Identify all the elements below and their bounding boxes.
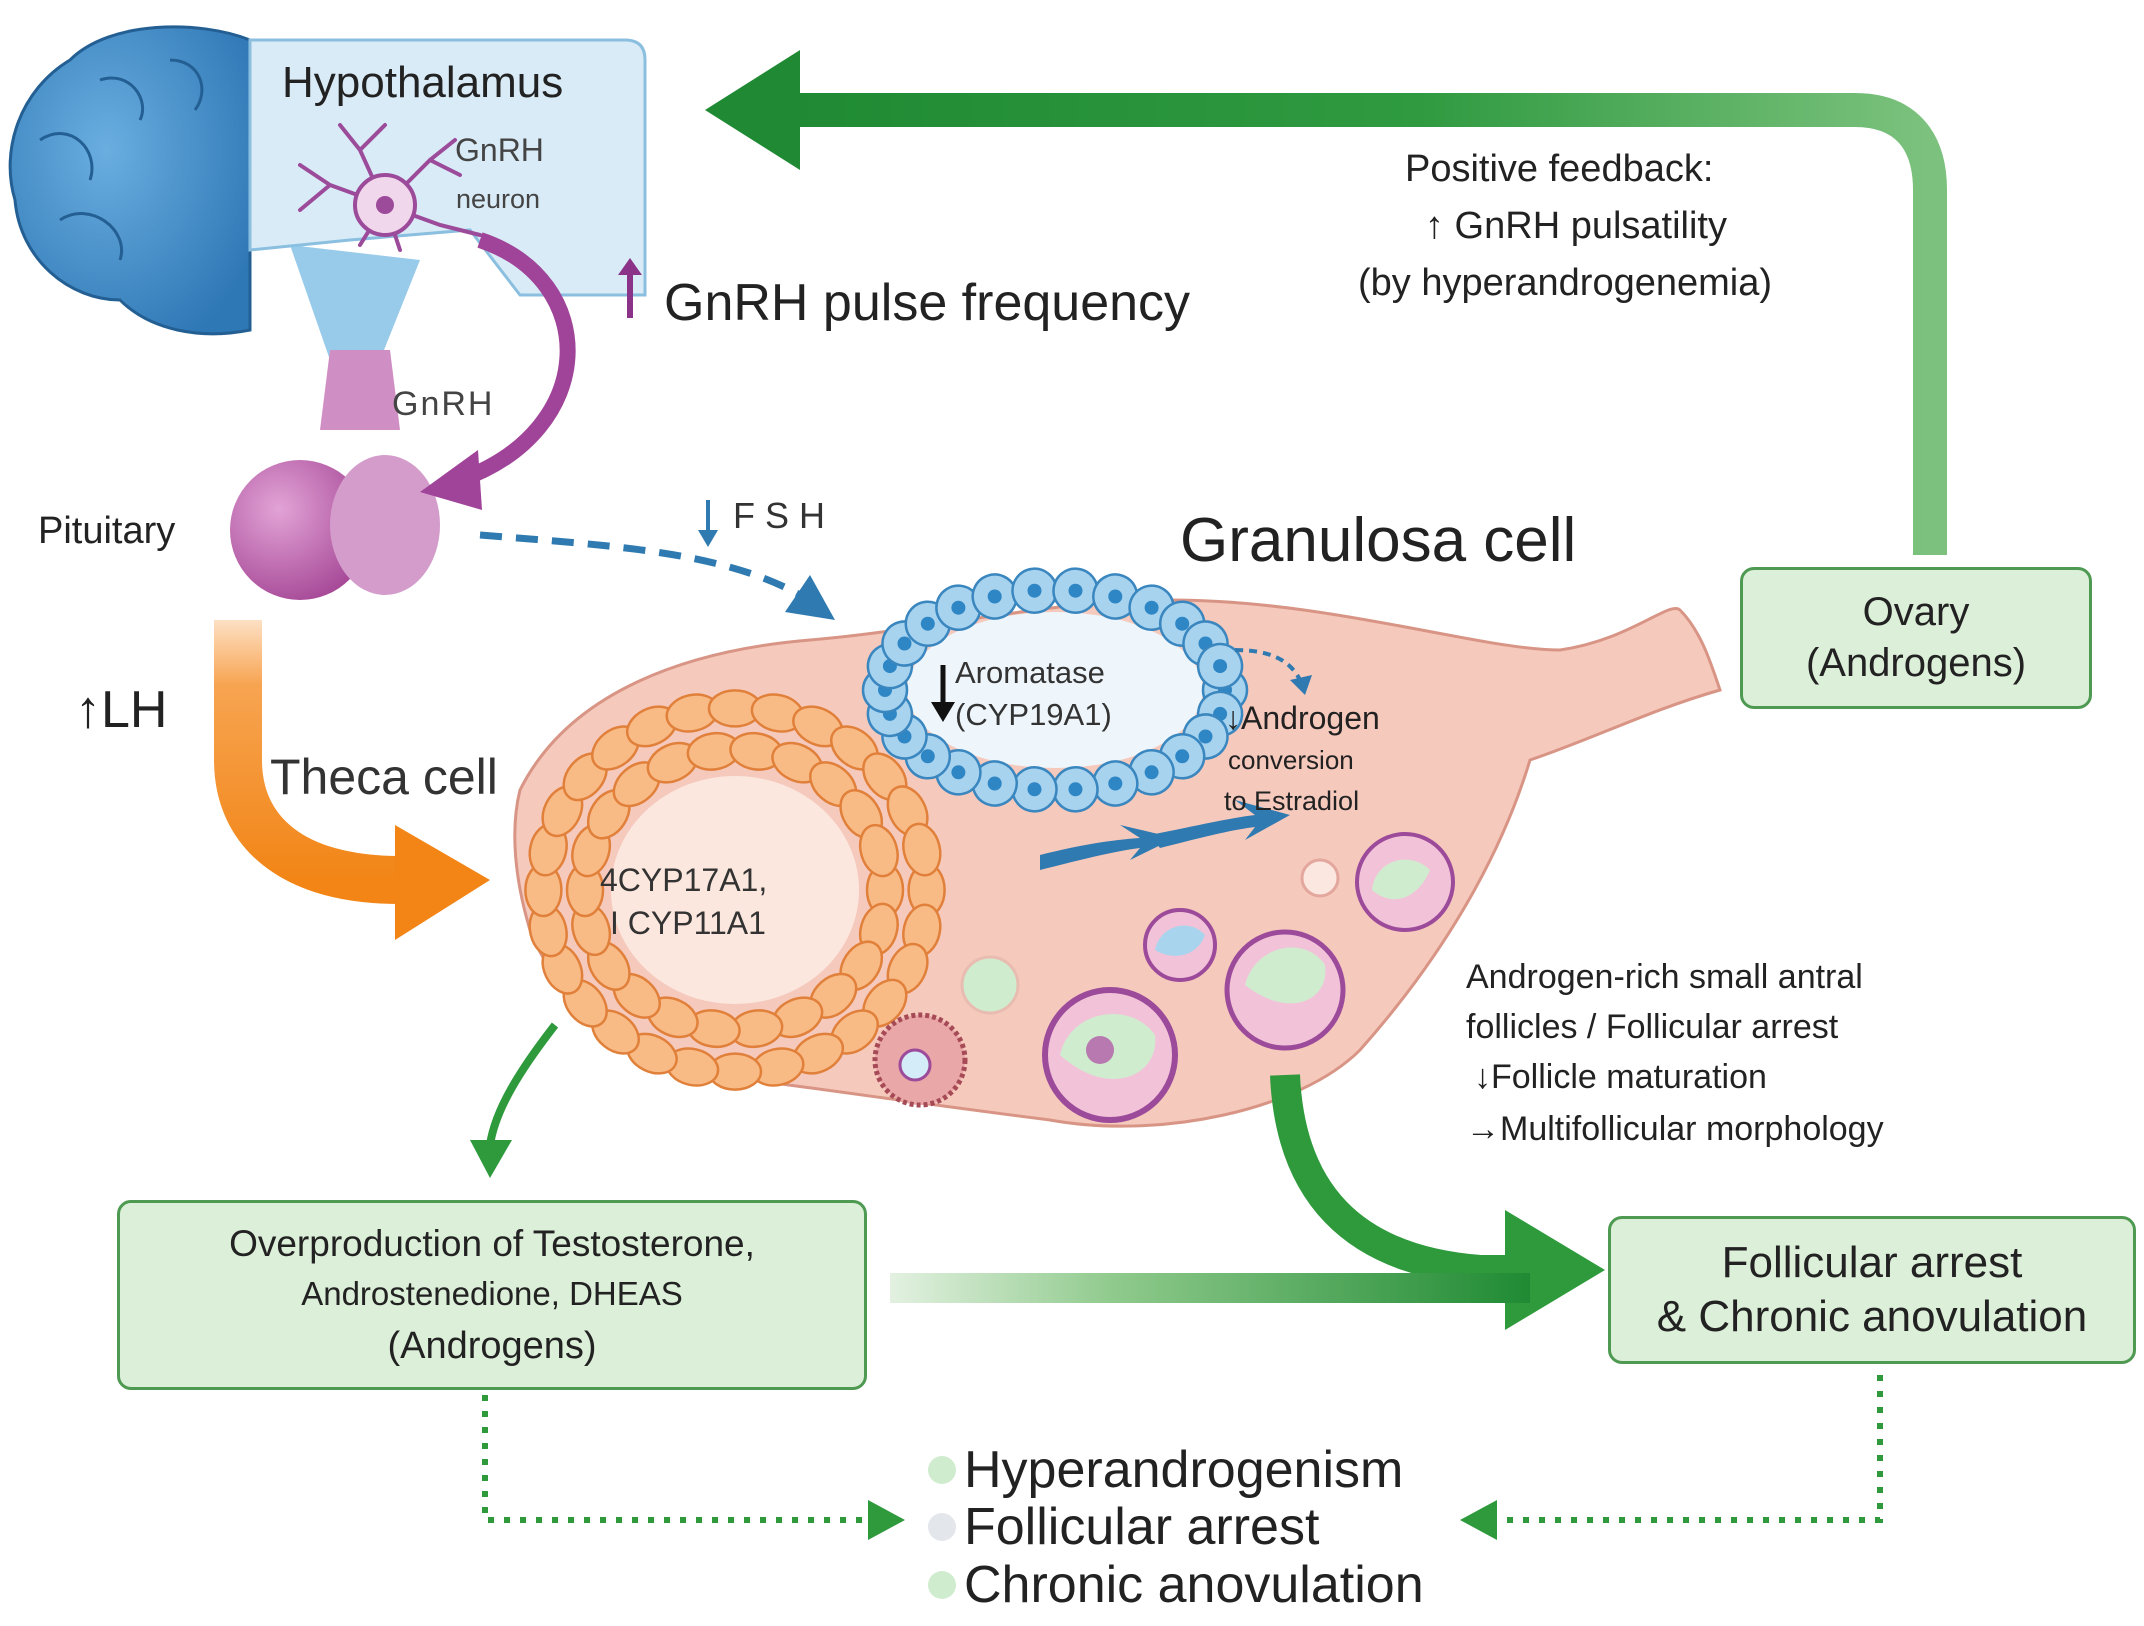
ovary-box-line2: (Androgens) bbox=[1805, 641, 2027, 685]
fsh-arrow bbox=[479, 500, 835, 620]
cell-nucleus bbox=[1068, 583, 1083, 598]
cell-nucleus bbox=[1144, 765, 1159, 780]
cell-nucleus bbox=[951, 765, 966, 780]
theca-enzymes-line1: 4CYP17A1, bbox=[600, 862, 768, 898]
cell-nucleus bbox=[1108, 776, 1123, 791]
gnrh-arrow bbox=[420, 232, 576, 510]
gnrh-neuron-label-line2: neuron bbox=[456, 184, 541, 214]
cell-nucleus bbox=[1213, 659, 1228, 674]
outcome-dot-icon bbox=[928, 1456, 956, 1484]
follicle-notes-line2: follicles / Follicular arrest bbox=[1466, 1008, 1839, 1046]
positive-feedback-line1: Positive feedback: bbox=[1405, 148, 1714, 190]
brain-illustration bbox=[8, 25, 252, 336]
pituitary-gland bbox=[230, 350, 440, 600]
granulosa-cell-label: Granulosa cell bbox=[1180, 506, 1577, 575]
follicular-arrest-box: Follicular arrest & Chronic anovulation bbox=[1608, 1216, 2136, 1364]
granulosa-cell-ring bbox=[861, 567, 1249, 813]
outcome-dotted-arrows bbox=[482, 1375, 1883, 1540]
cell-nucleus bbox=[920, 616, 935, 631]
cell-nucleus bbox=[1175, 749, 1190, 764]
outcome-label: Hyperandrogenism bbox=[964, 1441, 1404, 1499]
cell-nucleus bbox=[1068, 782, 1083, 797]
outcome-hyperandrogenism: Hyperandrogenism bbox=[928, 1440, 1403, 1500]
outcome-label: Chronic anovulation bbox=[964, 1556, 1424, 1614]
gnrh-neuron-label-line1: GnRH bbox=[455, 132, 544, 168]
pituitary-label: Pituitary bbox=[38, 510, 176, 552]
overproduction-line1: Overproduction of Testosterone, bbox=[229, 1222, 755, 1264]
theca-enzymes-line2: I CYP11A1 bbox=[610, 905, 766, 941]
arrest-box-line2: & Chronic anovulation bbox=[1656, 1292, 2088, 1341]
theca-cell-label: Theca cell bbox=[270, 749, 498, 805]
cell-nucleus bbox=[897, 636, 912, 651]
androgen-conversion-line2: conversion bbox=[1228, 745, 1354, 775]
outcome-dot-icon bbox=[928, 1571, 956, 1599]
aromatase-label-line2: (CYP19A1) bbox=[955, 697, 1112, 732]
cell-nucleus bbox=[951, 600, 966, 615]
aromatase-label-line1: Aromatase bbox=[955, 655, 1105, 690]
cell-nucleus bbox=[1144, 600, 1159, 615]
conversion-dashed-arrow bbox=[1234, 648, 1312, 695]
pulse-up-arrow-icon bbox=[618, 258, 642, 318]
overproduction-line3: (Androgens) bbox=[387, 1324, 597, 1367]
theca-cell bbox=[902, 822, 942, 877]
theca-cell bbox=[858, 823, 899, 878]
cell-nucleus bbox=[1027, 583, 1042, 598]
follicle-notes-line1: Androgen-rich small antral bbox=[1466, 958, 1863, 996]
outcome-follicular-arrest: Follicular arrest bbox=[928, 1497, 1319, 1557]
cell-nucleus bbox=[987, 589, 1002, 604]
outcome-chronic-anovulation: Chronic anovulation bbox=[928, 1555, 1424, 1615]
positive-feedback-line2: ↑ GnRH pulsatility bbox=[1425, 205, 1727, 247]
outcome-dot-icon bbox=[928, 1513, 956, 1541]
cell-nucleus bbox=[1175, 616, 1190, 631]
cell-nucleus bbox=[1027, 782, 1042, 797]
lh-label: ↑LH bbox=[75, 681, 168, 739]
overproduction-to-arrest-arrow bbox=[890, 1273, 1530, 1303]
cell-nucleus bbox=[987, 776, 1002, 791]
positive-feedback-arrow bbox=[705, 50, 1947, 555]
cell-nucleus bbox=[920, 749, 935, 764]
lh-arrow bbox=[214, 620, 490, 940]
ovary-box-line1: Ovary bbox=[1862, 590, 1970, 634]
cell-nucleus bbox=[1108, 589, 1123, 604]
theca-cell-ring bbox=[524, 689, 946, 1091]
fsh-label: F S H bbox=[733, 495, 826, 536]
gnrh-neuron-icon bbox=[298, 123, 482, 252]
follicle-notes-line3: ↓Follicle maturation bbox=[1474, 1058, 1767, 1096]
gnrh-arrow-label: GnRH bbox=[392, 385, 495, 423]
androgen-conversion-line3: to Estradiol bbox=[1224, 786, 1360, 816]
overproduction-androgens-box: Overproduction of Testosterone, Androste… bbox=[117, 1200, 867, 1390]
ovary-androgens-box: Ovary (Androgens) bbox=[1740, 567, 2092, 709]
cell-nucleus bbox=[1198, 729, 1213, 744]
outcome-label: Follicular arrest bbox=[964, 1498, 1320, 1556]
follicle-notes-line4: →Multifollicular morphology bbox=[1466, 1110, 1884, 1148]
arrest-box-line1: Follicular arrest bbox=[1721, 1238, 2023, 1287]
hypothalamus-title: Hypothalamus bbox=[282, 58, 564, 107]
swoosh-arrows bbox=[1040, 800, 1290, 870]
follicles bbox=[872, 832, 1455, 1123]
aromatase-down-arrow-icon bbox=[931, 665, 955, 722]
gnrh-pulse-frequency-label: GnRH pulse frequency bbox=[664, 274, 1191, 332]
androgen-conversion-line1: ↓Androgen bbox=[1225, 700, 1380, 736]
positive-feedback-line3: (by hyperandrogenemia) bbox=[1358, 262, 1773, 304]
theca-to-overproduction-arrow bbox=[470, 1022, 559, 1178]
overproduction-line2: Androstenedione, DHEAS bbox=[301, 1274, 683, 1312]
